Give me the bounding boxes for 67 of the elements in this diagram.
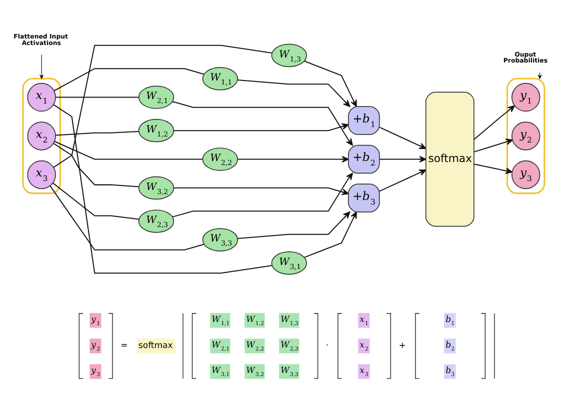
arrow bbox=[238, 79, 350, 107]
node-ellipse: W$_{1,3}$ bbox=[271, 43, 307, 67]
arrow bbox=[238, 210, 350, 238]
label: = bbox=[120, 340, 128, 351]
connector bbox=[53, 44, 272, 168]
cluster bbox=[22, 77, 61, 194]
connector bbox=[50, 185, 204, 250]
connector bbox=[54, 140, 203, 160]
connector bbox=[56, 130, 139, 136]
arrow bbox=[379, 126, 426, 149]
node-ellipse: W$_{1,1}$ bbox=[202, 66, 238, 90]
label: W$_{1,1}$ bbox=[212, 314, 230, 326]
arrow bbox=[474, 163, 512, 174]
label: y$_{2}$ bbox=[91, 340, 100, 352]
node-ellipse: W$_{3,1}$ bbox=[271, 250, 307, 274]
label: x$_{2}$ bbox=[360, 340, 369, 352]
arrow bbox=[40, 54, 44, 78]
arrow bbox=[304, 60, 357, 107]
connector bbox=[53, 104, 272, 274]
node-ellipse: W$_{3,3}$ bbox=[202, 228, 238, 251]
arrow bbox=[380, 155, 426, 162]
label: W$_{1,3}$ bbox=[280, 314, 299, 326]
arrow bbox=[304, 210, 357, 258]
node-box: softmax bbox=[425, 91, 474, 226]
node-circle: x$_{1}$ bbox=[27, 82, 56, 112]
arrow bbox=[172, 172, 353, 217]
label: W$_{3,2}$ bbox=[246, 365, 264, 378]
node-ellipse: W$_{2,1}$ bbox=[138, 85, 174, 108]
label: softmax bbox=[138, 340, 173, 351]
label: y$_{3}$ bbox=[91, 365, 100, 378]
node-box: +b$_{3}$ bbox=[348, 183, 380, 212]
connector bbox=[52, 182, 139, 220]
node-box: +b$_{2}$ bbox=[348, 144, 380, 174]
node-ellipse: W$_{2,3}$ bbox=[138, 209, 174, 232]
label: x$_{1}$ bbox=[360, 314, 369, 326]
label: x$_{3}$ bbox=[360, 365, 369, 378]
arrow bbox=[238, 155, 349, 162]
arrow bbox=[174, 122, 349, 131]
node-ellipse: W$_{1,2}$ bbox=[138, 118, 174, 142]
label: W$_{2,2}$ bbox=[246, 340, 264, 352]
node-box: +b$_{1}$ bbox=[348, 106, 380, 134]
node-circle: y$_{1}$ bbox=[511, 82, 540, 112]
label: b$_{2}$ bbox=[446, 340, 455, 352]
connector bbox=[53, 142, 139, 187]
node-ellipse: W$_{2,2}$ bbox=[202, 147, 238, 170]
label: W$_{2,1}$ bbox=[212, 340, 230, 352]
arrow bbox=[474, 104, 515, 140]
node-circle: y$_{3}$ bbox=[511, 160, 540, 189]
label: + bbox=[398, 340, 406, 351]
node-circle: x$_{2}$ bbox=[27, 121, 56, 150]
label: W$_{2,3}$ bbox=[280, 340, 299, 352]
node-circle: x$_{3}$ bbox=[27, 160, 56, 189]
connector bbox=[56, 96, 139, 98]
label: · bbox=[326, 340, 329, 351]
node-circle: y$_{2}$ bbox=[511, 121, 540, 150]
node-ellipse: W$_{3,2}$ bbox=[138, 176, 174, 200]
arrow bbox=[379, 168, 426, 192]
label: b$_{1}$ bbox=[446, 314, 455, 326]
arrow bbox=[172, 100, 353, 146]
label: y$_{1}$ bbox=[91, 314, 100, 326]
label: b$_{3}$ bbox=[446, 365, 455, 378]
label: W$_{3,1}$ bbox=[212, 365, 230, 378]
arrow bbox=[174, 186, 349, 195]
label: W$_{3,3}$ bbox=[280, 365, 299, 378]
label: W$_{1,2}$ bbox=[246, 314, 264, 326]
connector bbox=[54, 68, 204, 91]
arrow bbox=[474, 138, 513, 152]
